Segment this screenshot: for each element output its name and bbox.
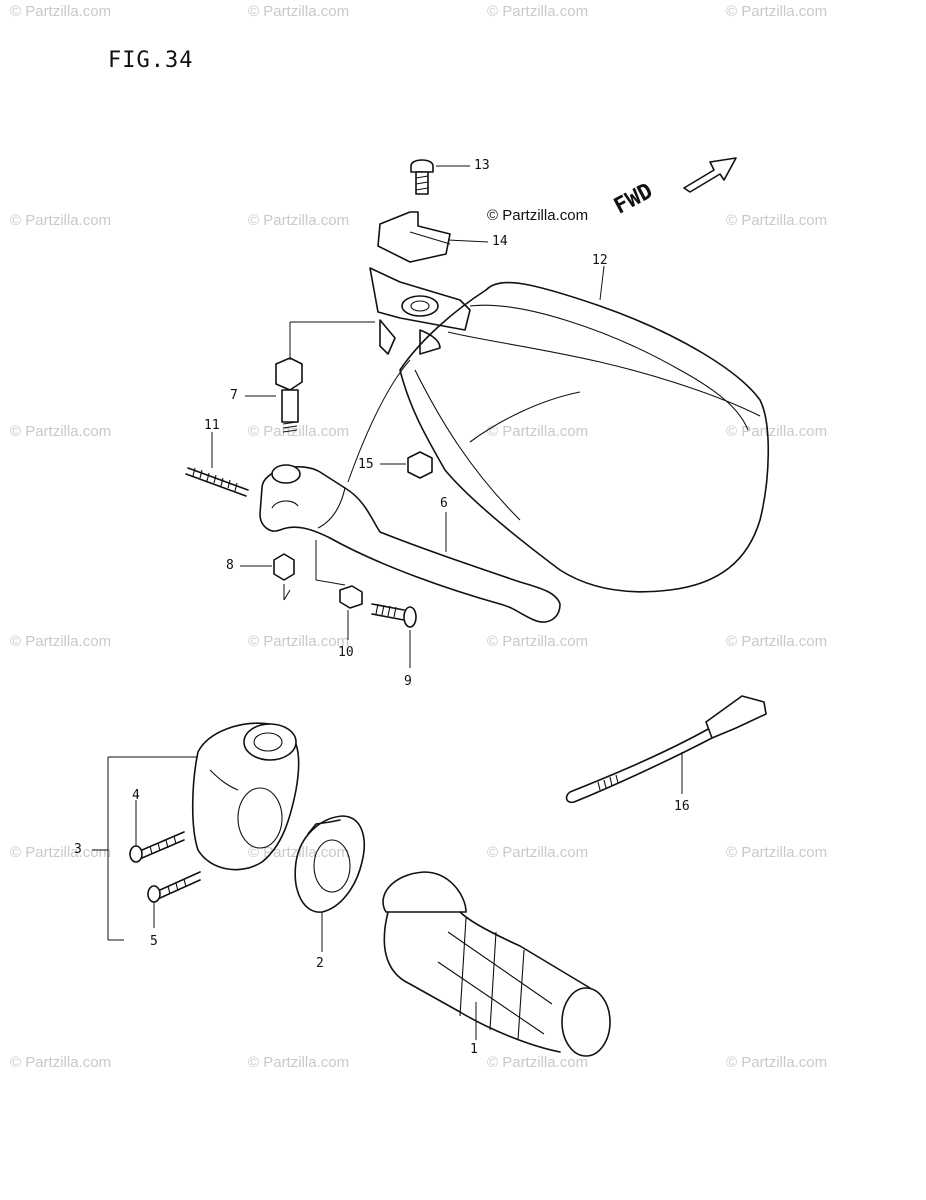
screw-part-4 bbox=[129, 831, 185, 863]
watermark: © Partzilla.com bbox=[726, 212, 828, 229]
watermark: © Partzilla.com bbox=[487, 1054, 589, 1071]
watermark: © Partzilla.com bbox=[10, 1054, 112, 1071]
watermark: © Partzilla.com bbox=[248, 423, 350, 440]
watermark: © Partzilla.com bbox=[487, 633, 589, 650]
hand-guard-part bbox=[399, 281, 770, 593]
bolt-part-9 bbox=[371, 603, 417, 628]
watermark: © Partzilla.com bbox=[10, 3, 112, 20]
nut-part-15 bbox=[407, 451, 433, 479]
callout-6: 6 bbox=[440, 496, 448, 511]
watermark: © Partzilla.com bbox=[487, 844, 589, 861]
throttle-housing-part-3 bbox=[191, 722, 300, 871]
callout-7: 7 bbox=[230, 388, 238, 403]
forward-arrow-icon bbox=[683, 157, 737, 193]
bolt-part-7 bbox=[275, 357, 303, 433]
cable-tie-part-16 bbox=[565, 695, 767, 804]
watermark: © Partzilla.com bbox=[487, 423, 589, 440]
screw-part-5 bbox=[147, 871, 201, 903]
watermark: © Partzilla.com bbox=[726, 633, 828, 650]
watermark: © Partzilla.com bbox=[726, 1054, 828, 1071]
guard-clamp-bracket bbox=[369, 267, 471, 355]
watermark: © Partzilla.com bbox=[726, 423, 828, 440]
callout-4: 4 bbox=[132, 788, 140, 803]
callout-1: 1 bbox=[470, 1042, 478, 1057]
callout-15: 15 bbox=[358, 457, 374, 472]
callout-9: 9 bbox=[404, 674, 412, 689]
nut-part-8 bbox=[273, 553, 295, 581]
watermark: © Partzilla.com bbox=[10, 633, 112, 650]
figure-title: FIG.34 bbox=[108, 48, 194, 73]
watermark: © Partzilla.com bbox=[10, 844, 112, 861]
leader-lines bbox=[92, 165, 683, 1040]
bolt-part-13 bbox=[410, 159, 434, 195]
screw-part-11 bbox=[185, 467, 249, 497]
callout-11: 11 bbox=[204, 418, 220, 433]
callout-3: 3 bbox=[74, 842, 82, 857]
watermark: © Partzilla.com bbox=[248, 1054, 350, 1071]
lever-part-6 bbox=[259, 464, 561, 623]
callout-5: 5 bbox=[150, 934, 158, 949]
watermark: © Partzilla.com bbox=[726, 3, 828, 20]
watermark: © Partzilla.com bbox=[248, 212, 350, 229]
watermark: © Partzilla.com bbox=[726, 844, 828, 861]
throttle-grip-part-1 bbox=[382, 871, 611, 1057]
watermark: © Partzilla.com bbox=[248, 633, 350, 650]
watermark: © Partzilla.com bbox=[487, 3, 589, 20]
callout-12: 12 bbox=[592, 253, 608, 268]
callout-13: 13 bbox=[474, 158, 490, 173]
copyright-notice: © Partzilla.com bbox=[487, 207, 589, 224]
watermark: © Partzilla.com bbox=[10, 423, 112, 440]
callout-2: 2 bbox=[316, 956, 324, 971]
callout-16: 16 bbox=[674, 799, 690, 814]
throttle-pulley-part-2 bbox=[294, 815, 365, 913]
callout-14: 14 bbox=[492, 234, 508, 249]
callout-10: 10 bbox=[338, 645, 354, 660]
clip-part-14 bbox=[377, 211, 451, 263]
callout-8: 8 bbox=[226, 558, 234, 573]
watermark: © Partzilla.com bbox=[10, 212, 112, 229]
spacer-part-10 bbox=[339, 585, 363, 609]
watermark: © Partzilla.com bbox=[248, 3, 350, 20]
